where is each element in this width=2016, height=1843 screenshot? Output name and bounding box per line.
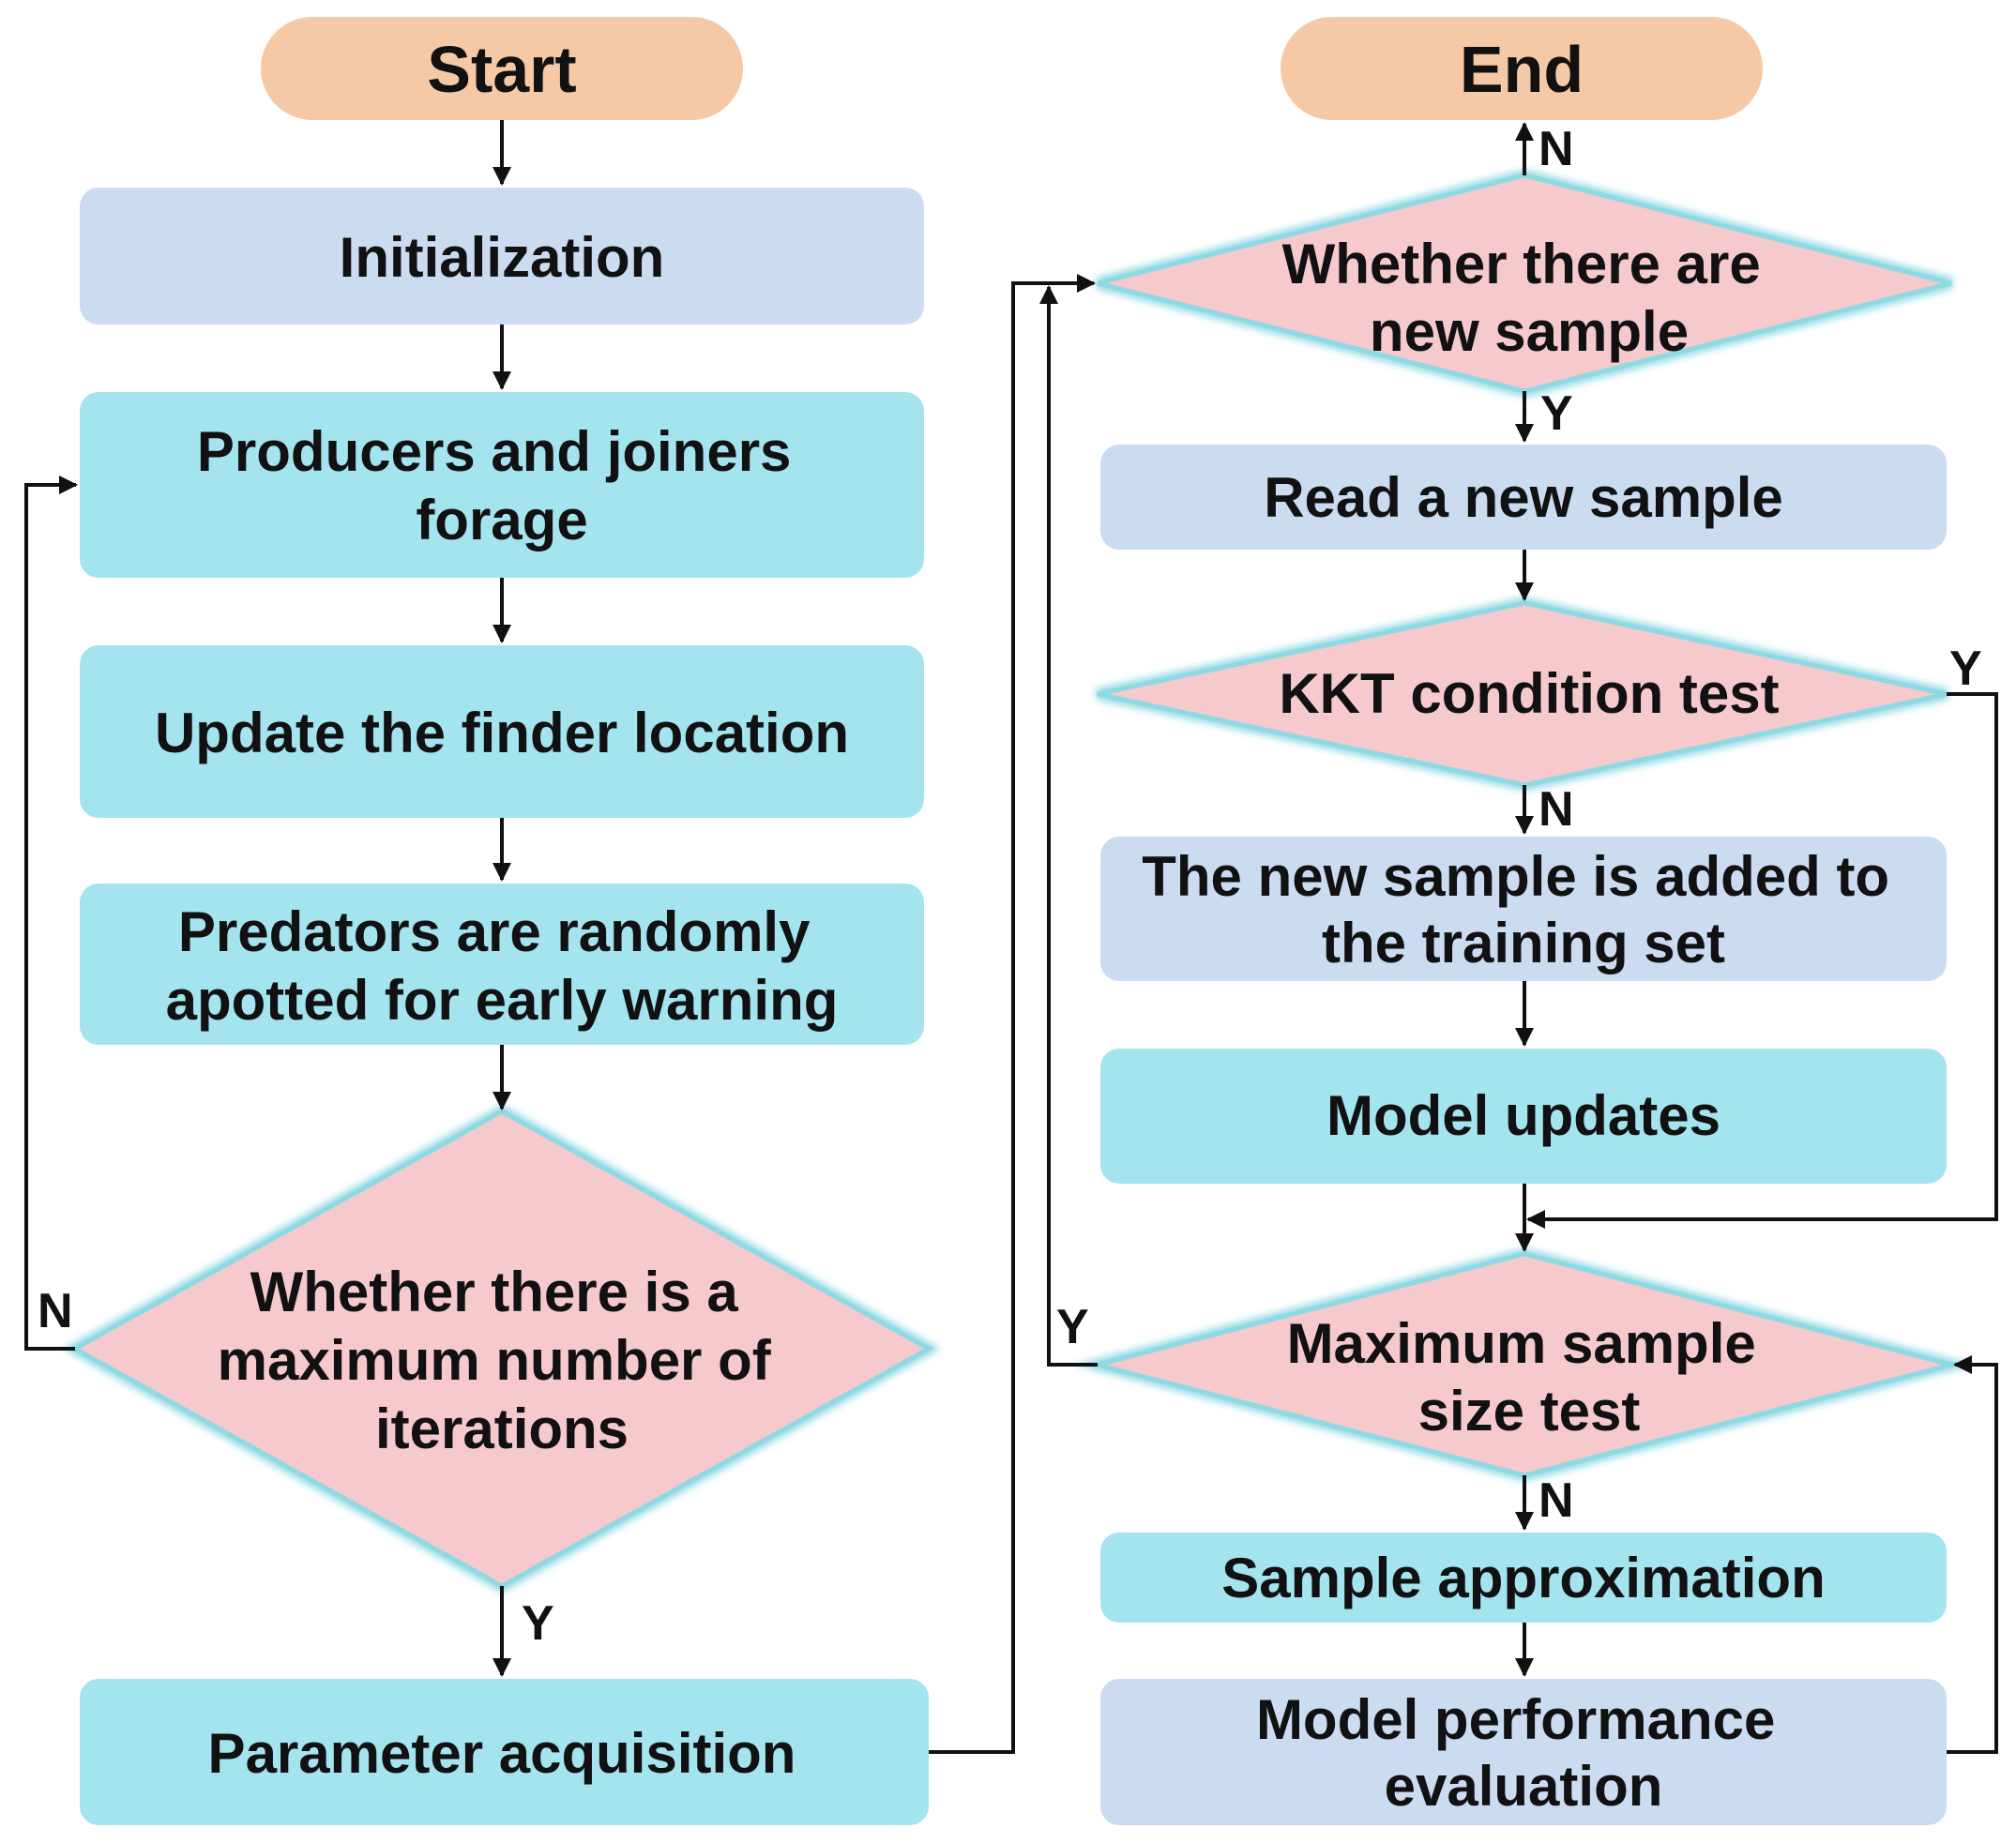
max-iterations-decision: Whether there is a maximum number of ite…	[63, 1105, 941, 1593]
kkt-label: KKT condition test	[1279, 662, 1779, 725]
add-training-line-1: The new sample is added to	[1142, 845, 1889, 908]
update-finder-shape	[80, 645, 924, 818]
initialization-label: Initialization	[340, 226, 665, 289]
new-sample-line-1: Whether there are	[1282, 233, 1761, 295]
parameter-acquisition-box: Parameter acquisition	[80, 1679, 929, 1825]
add-training-line-2: the training set	[1322, 912, 1725, 974]
producers-box: Producers and joiners forage	[80, 392, 924, 578]
model-evaluation-line-2: evaluation	[1385, 1755, 1663, 1818]
start-shape	[261, 17, 743, 120]
sample-approximation-shape	[1100, 1533, 1947, 1623]
producers-line-2: forage	[416, 489, 587, 551]
label-kkt-yes: Y	[1949, 642, 1982, 696]
end-label: End	[1460, 33, 1584, 106]
producers-line-1: Producers and joiners	[197, 420, 792, 483]
max-iterations-line-2: maximum number of	[218, 1329, 772, 1392]
edge-evaluation-loop	[1947, 1355, 1998, 1754]
max-iterations-label: Whether there is a maximum number of ite…	[218, 1261, 787, 1460]
predators-line-2: apotted for early warning	[166, 969, 839, 1032]
model-updates-shape	[1100, 1049, 1947, 1184]
label-max-size-no: N	[1539, 1473, 1574, 1528]
sample-approximation-box: Sample approximation	[1100, 1533, 1947, 1623]
edge-kkt-yes-loop	[1526, 692, 1998, 1229]
model-evaluation-line-1: Model performance	[1256, 1688, 1775, 1751]
model-evaluation-shape	[1100, 1679, 1947, 1825]
label-max-size-yes: Y	[1056, 1300, 1089, 1354]
predators-label: Predators are randomly apotted for early…	[166, 900, 839, 1032]
model-evaluation-label: Model performance evaluation	[1256, 1688, 1791, 1818]
read-sample-shape	[1100, 445, 1947, 550]
add-training-shape	[1100, 837, 1947, 981]
end-terminal: End	[1281, 17, 1763, 120]
sample-approximation-label: Sample approximation	[1221, 1547, 1825, 1609]
max-iterations-line-1: Whether there is a	[250, 1261, 739, 1323]
new-sample-label: Whether there are new sample	[1282, 233, 1777, 363]
predators-shape	[80, 884, 924, 1045]
parameter-acquisition-shape	[80, 1679, 929, 1825]
predators-box: Predators are randomly apotted for early…	[80, 884, 924, 1045]
read-sample-box: Read a new sample	[1100, 445, 1947, 550]
model-updates-label: Model updates	[1326, 1084, 1720, 1147]
end-shape	[1281, 17, 1763, 120]
start-terminal: Start	[261, 17, 743, 120]
edge-parameter-to-new-sample	[929, 274, 1096, 1754]
model-evaluation-box: Model performance evaluation	[1100, 1679, 1947, 1825]
max-sample-size-label: Maximum sample size test	[1287, 1312, 1772, 1443]
add-training-box: The new sample is added to the training …	[1100, 837, 1947, 981]
read-sample-label: Read a new sample	[1264, 466, 1783, 529]
label-max-iter-no: N	[38, 1284, 73, 1338]
label-new-sample-no: N	[1539, 122, 1574, 176]
edge-decision-no-loop	[24, 476, 78, 1351]
new-sample-decision: Whether there are new sample	[1096, 169, 1953, 398]
model-updates-box: Model updates	[1100, 1049, 1947, 1184]
start-label: Start	[427, 33, 576, 106]
max-sample-size-line-1: Maximum sample	[1287, 1312, 1756, 1375]
edge-max-size-yes-loop	[1039, 285, 1098, 1367]
add-training-label: The new sample is added to the training …	[1142, 845, 1905, 974]
label-kkt-no: N	[1539, 782, 1574, 837]
initialization-box: Initialization	[80, 188, 924, 325]
update-finder-box: Update the finder location	[80, 645, 924, 818]
max-iterations-line-3: iterations	[375, 1397, 629, 1460]
producers-label: Producers and joiners forage	[197, 420, 807, 551]
update-finder-label: Update the finder location	[155, 702, 849, 764]
predators-line-1: Predators are randomly	[178, 900, 811, 963]
new-sample-line-2: new sample	[1370, 300, 1689, 363]
producers-shape	[80, 392, 924, 578]
label-max-iter-yes: Y	[522, 1596, 554, 1651]
initialization-shape	[80, 188, 924, 325]
kkt-decision: KKT condition test	[1096, 597, 1948, 792]
parameter-acquisition-label: Parameter acquisition	[208, 1722, 796, 1785]
max-sample-size-line-2: size test	[1418, 1380, 1641, 1443]
max-sample-size-decision: Maximum sample size test	[1075, 1247, 1974, 1482]
label-new-sample-yes: Y	[1540, 386, 1573, 441]
